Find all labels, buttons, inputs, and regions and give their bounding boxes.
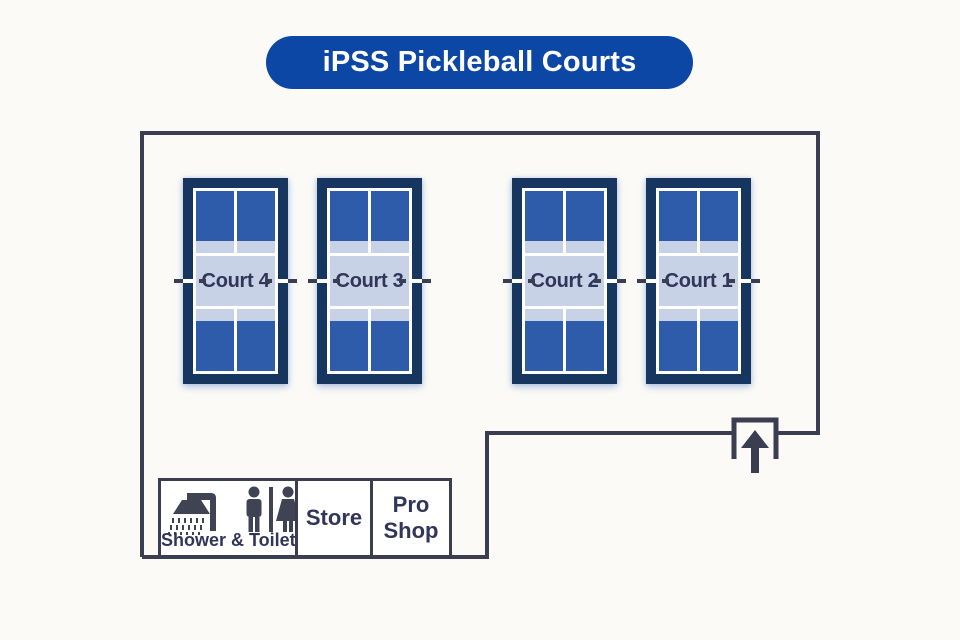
net-dash bbox=[183, 279, 196, 283]
net-dash bbox=[308, 279, 317, 283]
net-dash bbox=[503, 279, 512, 283]
net-dash bbox=[637, 279, 646, 283]
net-dash bbox=[275, 279, 288, 283]
center-line-top bbox=[368, 191, 371, 253]
court-label: Court 4 bbox=[201, 269, 270, 292]
net-dash bbox=[288, 279, 297, 283]
net-dash bbox=[422, 279, 431, 283]
court-3: Court 3 bbox=[308, 178, 431, 384]
net-dash bbox=[333, 279, 340, 283]
net-dash bbox=[594, 279, 601, 283]
title-banner: iPSS Pickleball Courts bbox=[266, 36, 693, 89]
male-icon bbox=[246, 486, 262, 532]
center-line-bottom bbox=[234, 309, 237, 371]
net-dash bbox=[738, 279, 751, 283]
center-line-bottom bbox=[563, 309, 566, 371]
divider-line bbox=[269, 487, 273, 532]
shower-icon bbox=[168, 493, 216, 535]
center-line-bottom bbox=[368, 309, 371, 371]
net-dash bbox=[399, 279, 406, 283]
woman-dress bbox=[276, 499, 295, 521]
net-dash bbox=[199, 279, 206, 283]
man-head bbox=[248, 486, 260, 498]
court-label: Court 3 bbox=[335, 269, 404, 292]
court-1: Court 1 bbox=[637, 178, 760, 384]
shower-head bbox=[173, 500, 210, 514]
court-surface: Court 2 bbox=[525, 191, 604, 371]
net-dash bbox=[646, 279, 659, 283]
net-dash bbox=[728, 279, 735, 283]
court-label: Court 1 bbox=[664, 269, 733, 292]
woman-head bbox=[282, 486, 294, 498]
female-icon bbox=[276, 486, 295, 532]
entrance-doorway bbox=[731, 417, 779, 459]
net-dash bbox=[662, 279, 669, 283]
net-dash bbox=[604, 279, 617, 283]
entrance-arrow-icon bbox=[741, 430, 769, 473]
man-body bbox=[246, 499, 262, 517]
court-surface: Court 4 bbox=[196, 191, 275, 371]
store-label: Store bbox=[305, 505, 363, 530]
store-room: Store bbox=[295, 478, 373, 558]
net-dash bbox=[317, 279, 330, 283]
net-dash bbox=[617, 279, 626, 283]
court-4: Court 4 bbox=[174, 178, 297, 384]
court-2: Court 2 bbox=[503, 178, 626, 384]
shower-toilet-icons bbox=[168, 486, 295, 535]
net-dash bbox=[409, 279, 422, 283]
net-dash bbox=[751, 279, 760, 283]
net-dash bbox=[174, 279, 183, 283]
net-dash bbox=[528, 279, 535, 283]
court-surface: Court 1 bbox=[659, 191, 738, 371]
shower-toilet-room: Shower & Toilet bbox=[158, 478, 298, 558]
net-dash bbox=[265, 279, 272, 283]
center-line-top bbox=[563, 191, 566, 253]
center-line-top bbox=[234, 191, 237, 253]
court-surface: Court 3 bbox=[330, 191, 409, 371]
page-title: iPSS Pickleball Courts bbox=[322, 46, 637, 78]
center-line-top bbox=[697, 191, 700, 253]
court-label: Court 2 bbox=[530, 269, 599, 292]
shower-toilet-label: Shower & Toilet bbox=[161, 530, 296, 550]
net-dash bbox=[512, 279, 525, 283]
pro-shop-room: Pro Shop bbox=[370, 478, 452, 558]
pro-shop-label: Pro Shop bbox=[383, 492, 439, 543]
center-line-bottom bbox=[697, 309, 700, 371]
